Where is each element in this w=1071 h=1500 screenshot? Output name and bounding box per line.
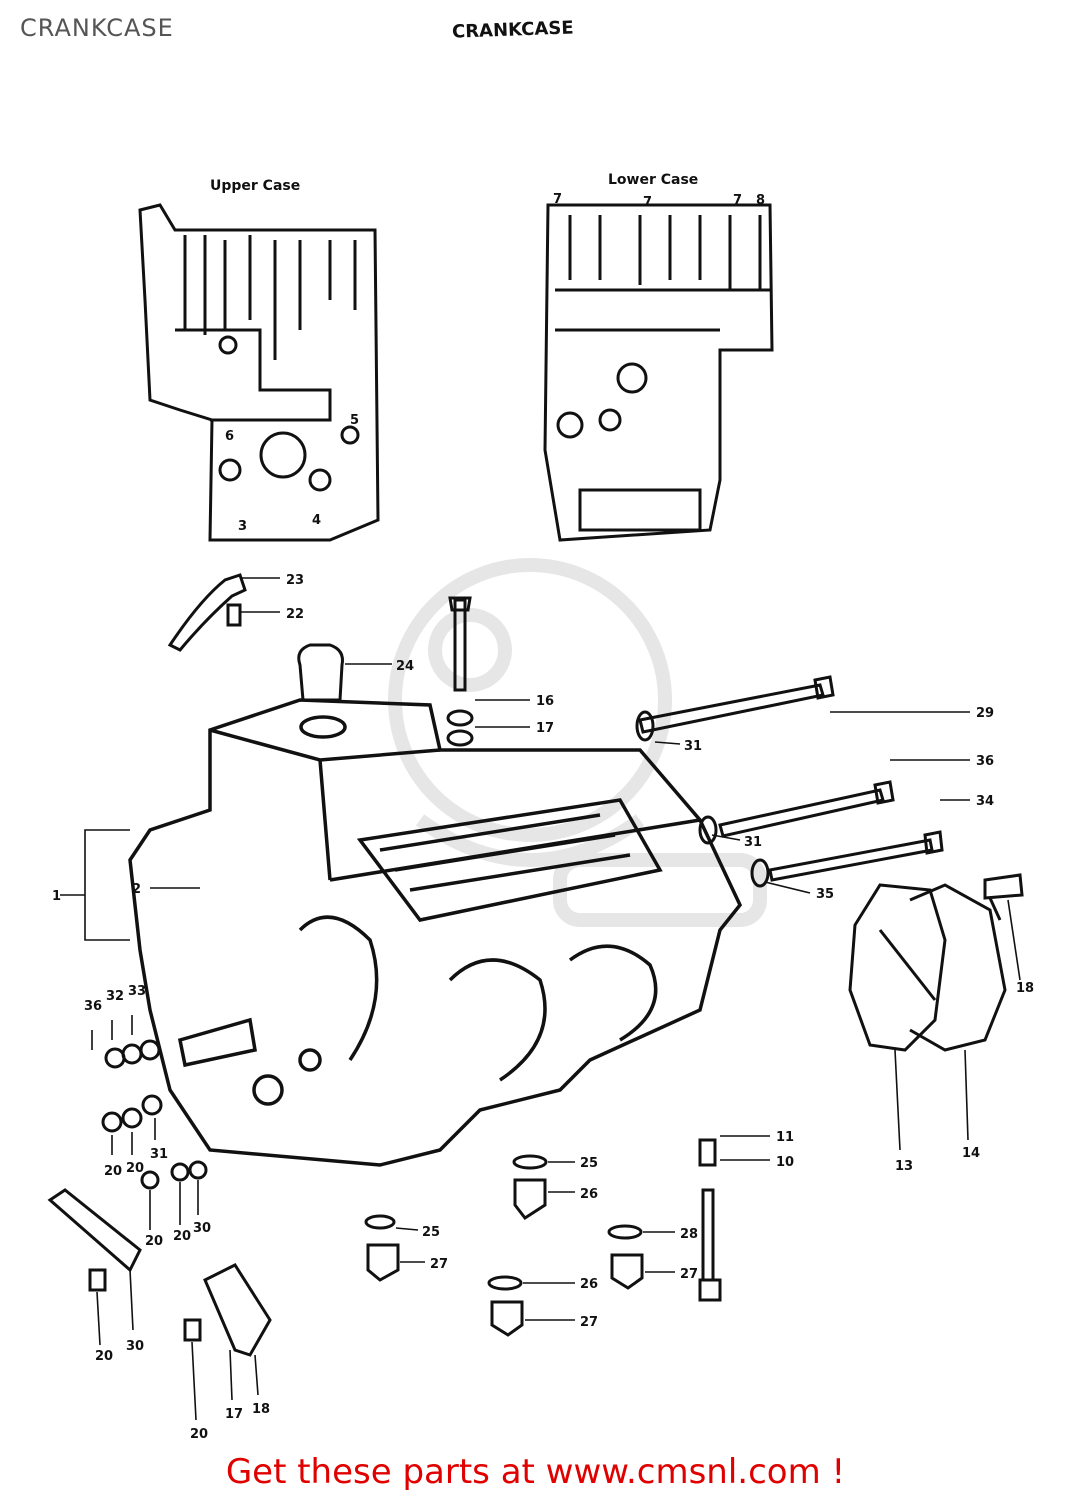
callout-27c: 27 xyxy=(580,1315,598,1330)
callout-30b: 30 xyxy=(126,1339,144,1354)
side-cover-drawing xyxy=(848,873,1024,1052)
callout-17: 17 xyxy=(536,721,554,736)
callout-28: 28 xyxy=(680,1227,698,1242)
callout-27a: 27 xyxy=(430,1257,448,1272)
crankcase-exploded-diagram: CRANKCASE Upper Case Lower Case xyxy=(47,17,1034,1442)
upper-case-label: Upper Case xyxy=(210,178,300,194)
callout-29: 29 xyxy=(976,706,994,721)
diagram-title: CRANKCASE xyxy=(452,17,574,42)
callout-20b: 20 xyxy=(126,1161,144,1176)
callout-15: 14 xyxy=(962,1146,980,1161)
callout-32: 32 xyxy=(106,989,124,1004)
callout-24: 24 xyxy=(396,659,414,674)
callout-12: 11 xyxy=(776,1130,794,1145)
callout-36: 36 xyxy=(976,754,994,769)
callout-22: 22 xyxy=(286,607,304,622)
callout-20e: 20 xyxy=(95,1349,113,1364)
callout-4: 4 xyxy=(312,513,321,528)
callout-numbers: 1 2 23 22 24 16 17 29 31 36 34 31 35 18 … xyxy=(52,192,1034,1442)
upper-case-drawing xyxy=(138,203,380,542)
callout-1: 1 xyxy=(52,889,61,904)
callout-30a: 30 xyxy=(193,1221,211,1236)
callout-17b: 17 xyxy=(225,1407,243,1422)
callout-33: 33 xyxy=(128,984,146,999)
callout-25a: 25 xyxy=(580,1156,598,1171)
callout-10: 10 xyxy=(776,1155,794,1170)
callout-31b: 31 xyxy=(744,835,762,850)
callout-27b: 27 xyxy=(680,1267,698,1282)
callout-7b: 7 xyxy=(643,195,652,210)
callout-2: 2 xyxy=(132,882,141,897)
callout-16: 16 xyxy=(536,694,554,709)
callout-18a: 18 xyxy=(1016,981,1034,996)
callout-35: 35 xyxy=(816,887,834,902)
bolts-drawing xyxy=(47,573,944,1357)
callout-23: 23 xyxy=(286,573,304,588)
callout-31c: 31 xyxy=(150,1147,168,1162)
watermark-logo xyxy=(388,558,767,927)
crankcase-main-drawing xyxy=(128,698,743,1167)
callout-34: 34 xyxy=(976,794,994,809)
lower-case-label: Lower Case xyxy=(608,172,698,188)
callout-20f: 20 xyxy=(190,1427,208,1442)
callout-20d: 20 xyxy=(173,1229,191,1244)
callout-5: 5 xyxy=(350,413,359,428)
page-title: CRANKCASE xyxy=(20,14,174,42)
callout-31a: 31 xyxy=(684,739,702,754)
callout-3: 3 xyxy=(238,519,247,534)
callout-6: 6 xyxy=(225,429,234,444)
callout-20a: 20 xyxy=(104,1164,122,1179)
callout-7c: 7 xyxy=(733,193,742,208)
callout-18b: 18 xyxy=(252,1402,270,1417)
footer-parts-link[interactable]: Get these parts at www.cmsnl.com ! xyxy=(225,1452,846,1492)
callout-8: 8 xyxy=(756,193,765,208)
callout-36b: 36 xyxy=(84,999,102,1014)
callout-7a: 7 xyxy=(553,192,562,207)
leader-lines xyxy=(60,577,1021,1421)
callout-26b: 26 xyxy=(580,1277,598,1292)
callout-14: 13 xyxy=(895,1159,913,1174)
callout-20c: 20 xyxy=(145,1234,163,1249)
lower-case-drawing xyxy=(543,203,774,542)
callout-26a: 26 xyxy=(580,1187,598,1202)
callout-25b: 25 xyxy=(422,1225,440,1240)
